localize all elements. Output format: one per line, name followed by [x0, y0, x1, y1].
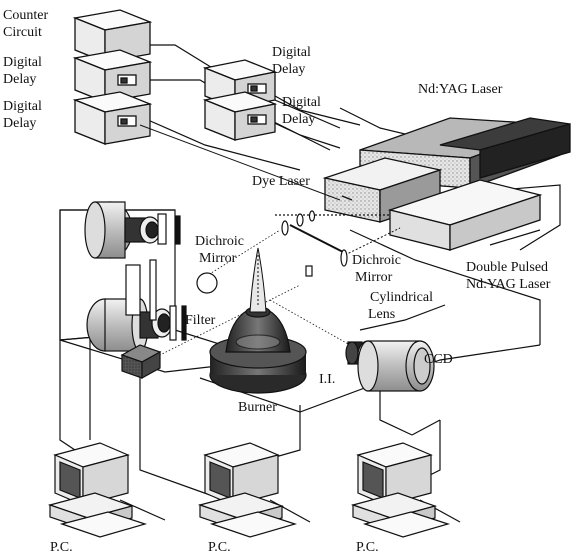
label-dichroic-mirror-right-line1: Dichroic: [352, 253, 401, 268]
label-ii: I.I.: [319, 372, 335, 387]
label-dye-laser: Dye Laser: [252, 174, 310, 189]
label-cylindrical-lens-line2: Lens: [368, 307, 395, 322]
burner: [209, 306, 307, 394]
label-dichroic-mirror-left-line2: Mirror: [199, 251, 237, 266]
label-ndyag-laser: Nd:YAG Laser: [418, 82, 503, 97]
digital-delay-box-1: [72, 49, 153, 103]
label-filter: Filter: [185, 313, 216, 328]
label-cylindrical-lens-line1: Cylindrical: [370, 290, 433, 305]
label-ccd: CCD: [424, 352, 453, 367]
label-double-pulsed-line1: Double Pulsed: [466, 260, 548, 275]
label-pc-2: P.C.: [208, 540, 231, 555]
pc-1: [47, 442, 148, 538]
pc-3: [350, 442, 451, 538]
label-digital-delay-2-line1: Digital: [3, 99, 42, 114]
double-pulsed-ndyag-laser: [387, 179, 543, 251]
label-burner: Burner: [238, 400, 277, 415]
digital-delay-box-4: [202, 91, 278, 141]
upper-camera: [84, 201, 181, 259]
label-digital-delay-4-line1: Digital: [282, 95, 321, 110]
beam-optics: [281, 210, 348, 277]
label-digital-delay-3-line1: Digital: [272, 45, 311, 60]
pc-2: [197, 442, 298, 538]
digital-delay-box-2: [72, 91, 153, 145]
small-detector: [120, 344, 162, 380]
label-counter-circuit-line1: Counter: [3, 8, 48, 23]
label-digital-delay-3-line2: Delay: [272, 62, 305, 77]
laser-beams: [139, 124, 401, 361]
label-pc-3: P.C.: [356, 540, 379, 555]
label-double-pulsed-line2: Nd:YAG Laser: [466, 277, 551, 292]
labels: Counter Circuit Digital Delay Digital De…: [3, 8, 551, 555]
flame: [249, 247, 267, 313]
label-pc-1: P.C.: [50, 540, 73, 555]
label-digital-delay-4-line2: Delay: [282, 112, 315, 127]
label-dichroic-mirror-left-line1: Dichroic: [195, 234, 244, 249]
label-digital-delay-2-line2: Delay: [3, 116, 36, 131]
label-digital-delay-1-line2: Delay: [3, 72, 36, 87]
label-counter-circuit-line2: Circuit: [3, 25, 42, 40]
label-dichroic-mirror-right-line2: Mirror: [355, 270, 393, 285]
label-digital-delay-1-line1: Digital: [3, 55, 42, 70]
filter-mount: [125, 259, 218, 321]
ccd-camera: [345, 340, 435, 392]
